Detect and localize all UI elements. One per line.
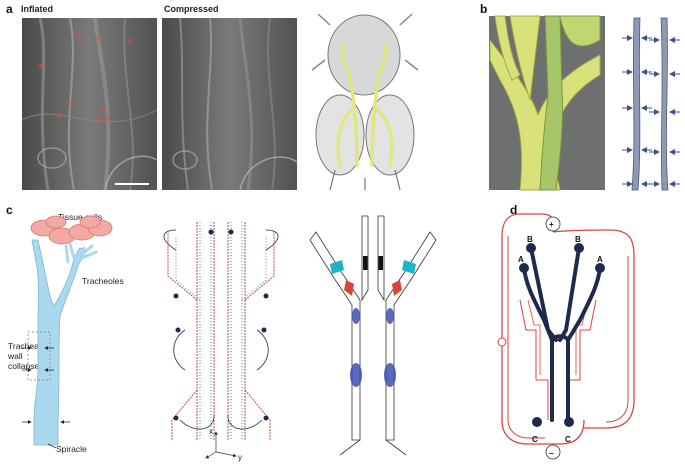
axis-y-label: y	[238, 453, 242, 462]
label-c-right: C	[565, 435, 571, 444]
label-a-left: A	[518, 255, 524, 264]
label-c-left: C	[532, 435, 538, 444]
svg-text:*: *	[38, 61, 44, 75]
plus-terminal: +	[549, 220, 554, 229]
compressed-tubes	[622, 18, 680, 190]
scale-bar	[115, 183, 149, 185]
minus-terminal: −	[549, 449, 554, 458]
svg-text:*: *	[56, 111, 62, 125]
svg-text:*: *	[68, 99, 74, 113]
label-b-left: B	[527, 235, 533, 244]
svg-text:*: *	[127, 36, 133, 50]
trachea-schematic	[22, 216, 112, 448]
fluidic-circuit	[498, 214, 634, 459]
micrograph-inflated: *** *** ***	[22, 18, 157, 190]
simulation-diagram	[310, 216, 436, 455]
mechanical-model: x y	[164, 222, 278, 462]
label-a-right: A	[597, 255, 603, 264]
label-b-right: B	[575, 235, 581, 244]
insect-render	[312, 14, 418, 190]
micrograph-compressed	[162, 18, 297, 190]
svg-text:*: *	[76, 31, 82, 45]
svg-text:*: *	[105, 113, 111, 127]
tracheae-zoom	[489, 16, 605, 190]
svg-text:*: *	[95, 33, 101, 47]
axis-x-label: x	[209, 427, 213, 436]
svg-text:*: *	[96, 115, 102, 129]
